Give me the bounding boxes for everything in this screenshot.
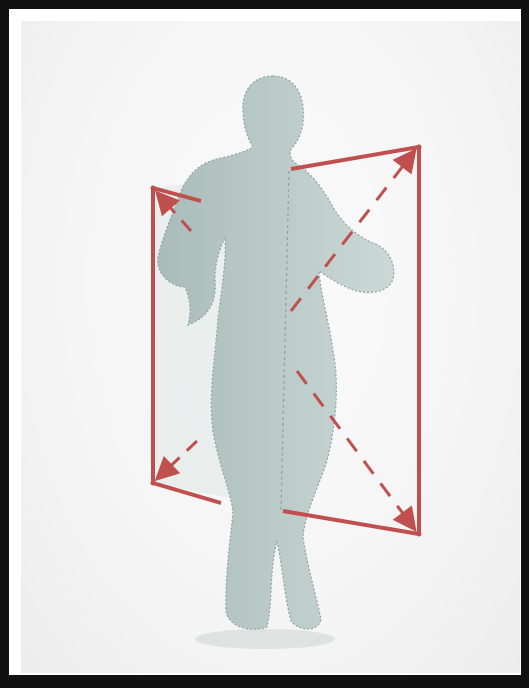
plane-corner-top-right bbox=[417, 145, 422, 150]
diagram-canvas bbox=[21, 21, 520, 673]
plane-corner-bottom-left bbox=[151, 481, 156, 486]
body-plane-diagram bbox=[21, 21, 520, 673]
plane-corner-top-left bbox=[151, 186, 156, 191]
floor-shadow bbox=[195, 629, 335, 649]
plane-corner-bottom-right bbox=[417, 532, 422, 537]
